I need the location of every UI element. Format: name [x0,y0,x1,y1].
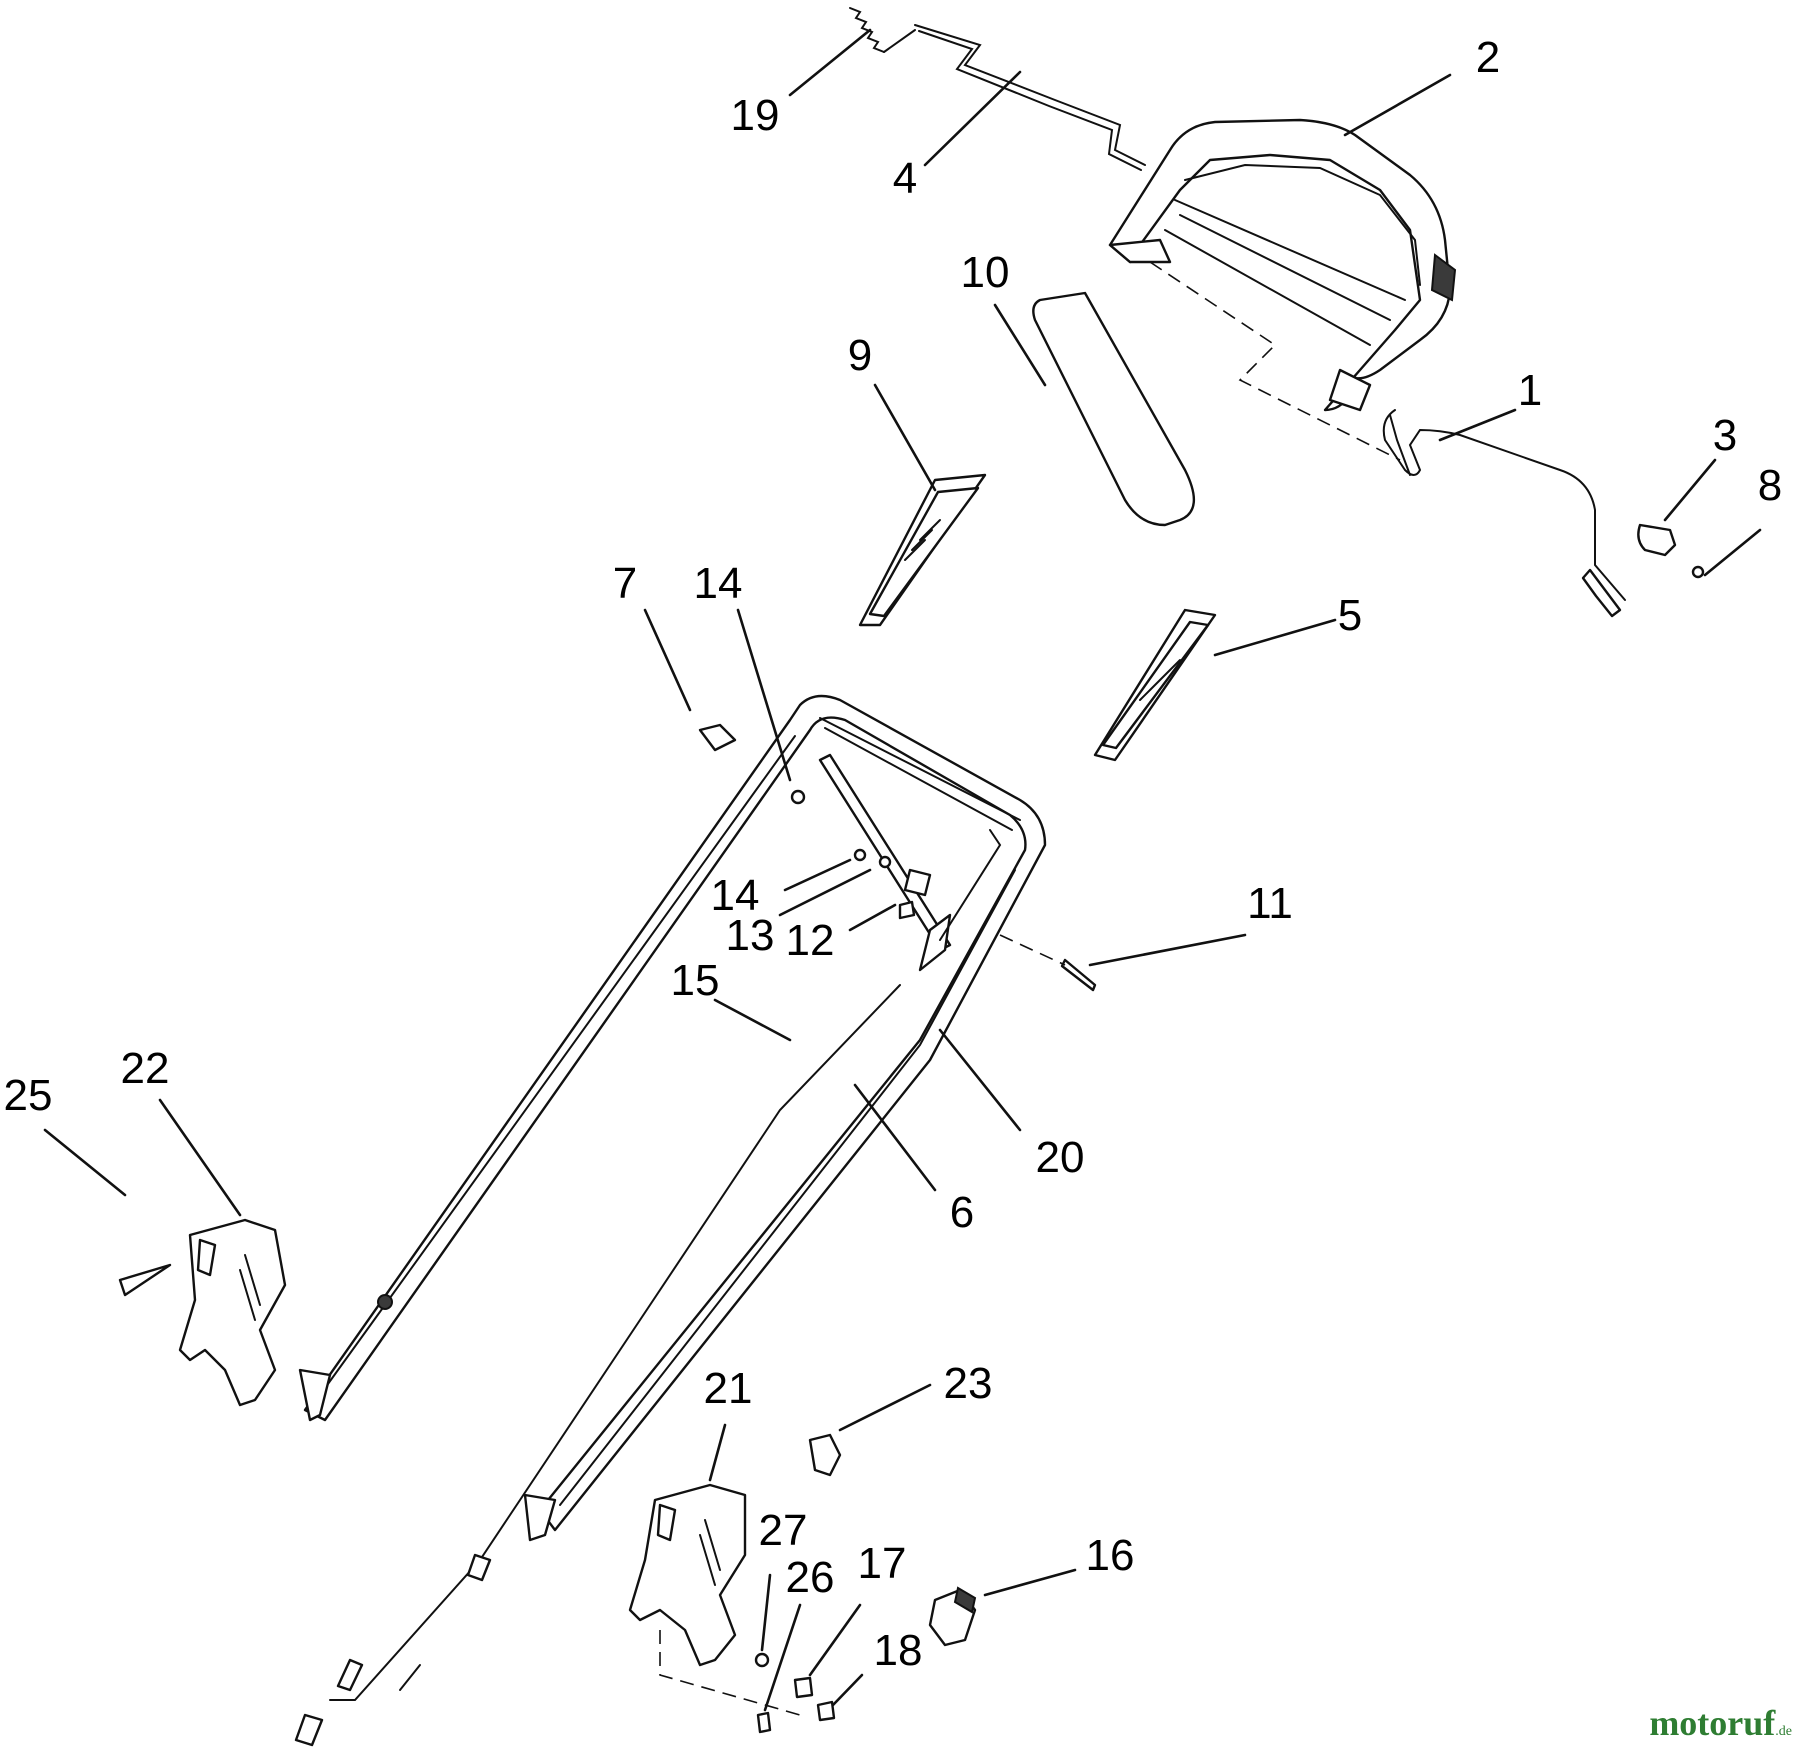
watermark: motoruf.de [1649,1702,1792,1744]
callout-8: 8 [1758,461,1782,510]
washer-medium [878,855,892,869]
cable-end [399,1664,421,1691]
callout-1: 1 [1518,366,1542,415]
nut [790,789,806,805]
callout-17: 17 [858,1539,907,1588]
assembly-line-bolt [999,934,1066,966]
handle-slide-left [858,473,987,627]
callout-25: 25 [4,1071,53,1120]
callout-13: 13 [726,911,775,960]
brake-cable [1382,409,1626,618]
callout-26: 26 [786,1553,835,1602]
callout-4: 4 [893,154,917,203]
upper-handle [1108,118,1457,412]
callout-21: 21 [704,1364,753,1413]
callout-9: 9 [848,331,872,380]
callout-5: 5 [1338,591,1362,640]
cable-clip [698,723,737,752]
cable-clamp [1637,523,1677,557]
callout-19: 19 [731,91,780,140]
callout-14-top: 14 [694,559,743,608]
callout-6: 6 [950,1188,974,1237]
control-cable [294,829,1002,1747]
handle-slide-right [1093,608,1217,762]
callout-3: 3 [1713,411,1737,460]
foam-grip [1032,291,1196,527]
callout-2: 2 [1476,33,1500,82]
washer-small [853,848,867,862]
callout-14-middle: 14 [711,871,760,920]
lower-handle [298,694,1047,1542]
assembly-line-bracket [659,1630,801,1716]
screw-26 [756,1711,772,1734]
callout-12: 12 [786,916,835,965]
height-adjust-bracket-right [628,1483,747,1667]
callout-22: 22 [121,1044,170,1093]
washer [1691,565,1705,579]
washer-27 [754,1652,770,1668]
bushing [898,900,916,920]
callout-18: 18 [874,1626,923,1675]
callout-16: 16 [1086,1531,1135,1580]
pivot-bracket [903,868,932,897]
screw-17 [793,1676,814,1699]
decal [118,1263,172,1297]
watermark-brand: motoruf [1649,1703,1776,1743]
screw-18 [816,1700,836,1722]
callout-20: 20 [1036,1133,1085,1182]
callout-11: 11 [1247,879,1293,928]
callout-27: 27 [759,1506,808,1555]
callout-15: 15 [671,956,720,1005]
leader-lines [43,28,1762,1712]
callout-23: 23 [944,1359,993,1408]
watermark-suffix: .de [1775,1724,1792,1739]
knob [808,1433,842,1477]
callout-7: 7 [613,559,637,608]
height-adjust-bracket-left [178,1218,287,1407]
callout-numbers: 2 4 19 10 9 1 3 8 5 7 14 14 13 12 11 15 … [4,33,1783,1675]
control-rod [914,24,1146,171]
assembly-line-handle [1149,261,1401,461]
callout-10: 10 [961,248,1010,297]
spring [849,7,916,53]
